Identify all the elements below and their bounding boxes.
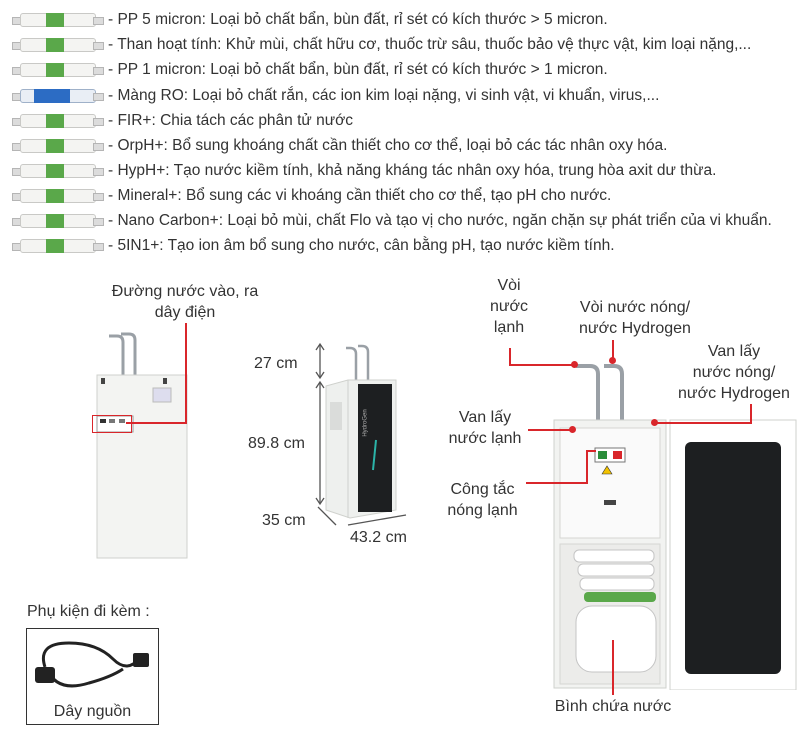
power-cord-icon xyxy=(35,641,149,688)
purifier-side-view xyxy=(325,344,397,519)
filter-row: - PP 1 micron: Loại bỏ chất bẩn, bùn đất… xyxy=(12,58,608,82)
switch-label: Công tắc nóng lạnh xyxy=(440,479,525,521)
brand-text: HydroGen xyxy=(362,409,369,437)
filter-row: - PP 5 micron: Loại bỏ chất bẩn, bùn đất… xyxy=(12,8,608,32)
hot-valve-label-line2: nước nóng/ xyxy=(692,364,776,381)
water-inlet-label: Đường nước vào, ra dây điện xyxy=(100,281,270,323)
filter-row: - 5IN1+: Tạo ion âm bổ sung cho nước, câ… xyxy=(12,234,615,258)
filter-description: - PP 5 micron: Loại bỏ chất bẩn, bùn đất… xyxy=(108,11,608,28)
filter-row: - Nano Carbon+: Loại bỏ mùi, chất Flo và… xyxy=(12,209,772,233)
cold-tap-label-line3: lạnh xyxy=(493,319,525,336)
tank-line-v xyxy=(612,640,614,695)
accessory-title: Phụ kiện đi kèm : xyxy=(27,603,150,620)
hot-tap-label-line2: nước Hydrogen xyxy=(579,320,691,337)
back-view-callout-box xyxy=(92,415,132,433)
cold-tap-line-v xyxy=(509,348,511,365)
accessory-caption: Dây nguồn xyxy=(53,703,132,720)
filter-description: - Nano Carbon+: Loại bỏ mùi, chất Flo và… xyxy=(108,212,772,229)
filter-row: - HypH+: Tạo nước kiềm tính, khả năng kh… xyxy=(12,159,716,183)
cartridge-icon xyxy=(12,61,104,79)
hot-valve-label: Van lấy nước nóng/ nước Hydrogen xyxy=(668,341,800,404)
cold-tap-label-line2: nước xyxy=(489,298,529,315)
cold-valve-label-line1: Van lấy xyxy=(458,409,512,426)
height-body-label: 89.8 cm xyxy=(248,435,305,452)
cold-valve-label-line2: nước lạnh xyxy=(448,430,522,447)
cartridge-icon xyxy=(12,36,104,54)
filter-description: - HypH+: Tạo nước kiềm tính, khả năng kh… xyxy=(108,162,717,179)
cold-valve-dot xyxy=(569,426,576,433)
hot-valve-dot xyxy=(651,419,658,426)
filter-row: - FIR+: Chia tách các phân tử nước xyxy=(12,109,353,133)
filter-description: - FIR+: Chia tách các phân tử nước xyxy=(108,112,354,129)
purifier-front-view xyxy=(553,364,797,690)
filter-description: - OrpH+: Bổ sung khoáng chất cần thiết c… xyxy=(108,137,668,154)
switch-label-line2: nóng lạnh xyxy=(447,502,518,519)
cartridge-green-icon xyxy=(12,11,104,29)
filter-description: - Mineral+: Bổ sung các vi khoáng cần th… xyxy=(108,187,612,204)
hot-valve-label-line3: nước Hydrogen xyxy=(678,385,790,402)
water-inlet-label-line1: Đường nước vào, ra xyxy=(111,283,259,300)
cartridge-icon xyxy=(12,137,104,155)
filter-description: - Màng RO: Loại bỏ chất rắn, các ion kim… xyxy=(108,87,660,104)
filter-row: - OrpH+: Bổ sung khoáng chất cần thiết c… xyxy=(12,134,667,158)
hot-tap-dot xyxy=(609,357,616,364)
hot-valve-label-line1: Van lấy xyxy=(707,343,761,360)
ro-membrane-icon xyxy=(12,87,104,105)
dimension-lines xyxy=(315,342,407,526)
switch-label-line1: Công tắc xyxy=(450,481,515,498)
cold-tap-line-h xyxy=(509,364,575,366)
switch-line-v xyxy=(586,450,588,484)
hot-valve-line-h xyxy=(656,422,752,424)
back-view-line-h xyxy=(126,422,186,424)
cartridge-icon xyxy=(12,112,104,130)
hot-tap-label-line1: Vòi nước nóng/ xyxy=(579,299,691,316)
hot-tap-line-v xyxy=(612,340,614,360)
cold-tap-dot xyxy=(571,361,578,368)
width-label: 43.2 cm xyxy=(350,529,407,546)
cold-valve-line-h xyxy=(528,429,572,431)
cartridge-icon xyxy=(12,162,104,180)
accessory-box: Dây nguồn xyxy=(26,628,159,725)
filter-row: - Mineral+: Bổ sung các vi khoáng cần th… xyxy=(12,184,611,208)
filter-description: - Than hoạt tính: Khử mùi, chất hữu cơ, … xyxy=(108,36,752,53)
water-inlet-label-line2: dây điện xyxy=(154,304,216,321)
tank-label: Bình chứa nước xyxy=(554,698,672,715)
depth-label: 35 cm xyxy=(262,512,306,529)
cartridge-icon xyxy=(12,187,104,205)
purifier-back-view xyxy=(96,332,188,559)
switch-line-h xyxy=(526,482,586,484)
filter-description: - 5IN1+: Tạo ion âm bổ sung cho nước, câ… xyxy=(108,237,615,254)
cold-tap-label-line1: Vòi xyxy=(497,277,521,294)
filter-row: - Màng RO: Loại bỏ chất rắn, các ion kim… xyxy=(12,84,659,108)
filter-description: - PP 1 micron: Loại bỏ chất bẩn, bùn đất… xyxy=(108,61,608,78)
back-view-line-v xyxy=(185,323,187,424)
cold-tap-label: Vòi nước lạnh xyxy=(488,275,530,338)
switch-line-h2 xyxy=(586,450,596,452)
height-top-label: 27 cm xyxy=(254,355,298,372)
cold-valve-label: Van lấy nước lạnh xyxy=(440,407,530,449)
hot-valve-line-v xyxy=(750,404,752,424)
hot-tap-label: Vòi nước nóng/ nước Hydrogen xyxy=(565,297,705,339)
cartridge-icon xyxy=(12,212,104,230)
filter-row: - Than hoạt tính: Khử mùi, chất hữu cơ, … xyxy=(12,33,751,57)
cartridge-icon xyxy=(12,237,104,255)
